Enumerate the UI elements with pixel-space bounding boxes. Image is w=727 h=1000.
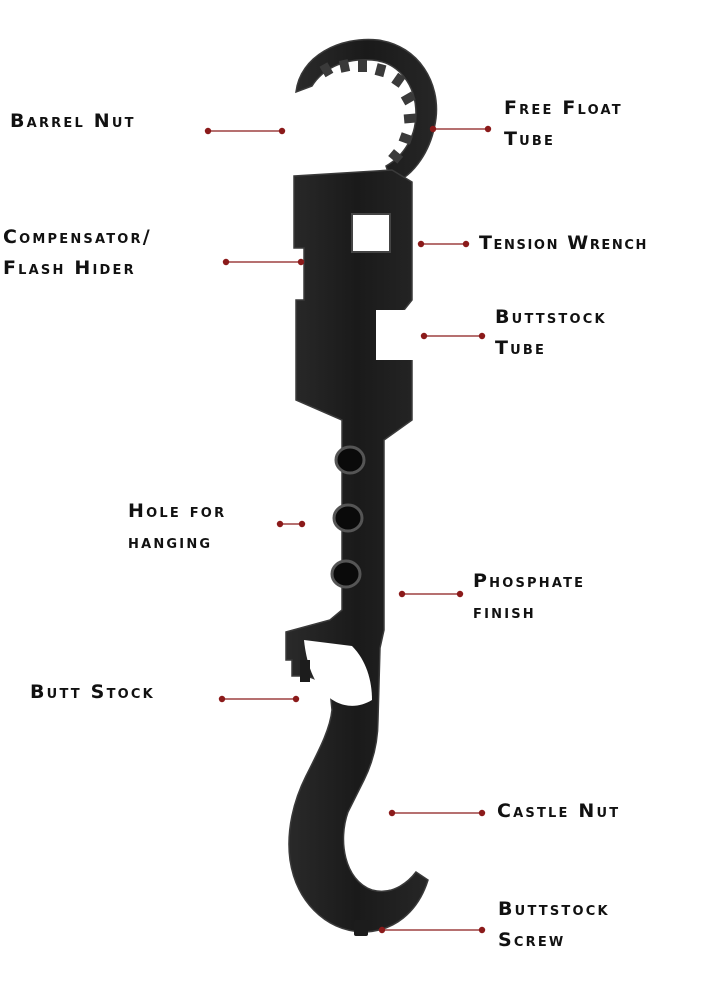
label-castle-nut: Castle Nut xyxy=(497,796,620,827)
label-tension-wrench: Tension Wrench xyxy=(479,228,648,259)
buttstock-tube-notch xyxy=(376,310,416,360)
label-line: Tension Wrench xyxy=(479,232,649,254)
label-line: finish xyxy=(473,601,536,623)
label-line: Castle Nut xyxy=(497,800,621,822)
label-free-float-tube: Free Float Tube xyxy=(504,93,623,155)
label-line: Hole for xyxy=(128,500,227,522)
label-barrel-nut: Barrel Nut xyxy=(10,106,136,137)
butt-stock-cutout xyxy=(304,640,372,706)
label-line: Screw xyxy=(498,929,566,951)
label-hole-for-hanging: Hole for hanging xyxy=(128,496,226,558)
label-line: Buttstock xyxy=(495,306,607,328)
label-compensator-flash-hider: Compensator/ Flash Hider xyxy=(3,222,152,284)
wrench-body xyxy=(285,169,429,933)
label-line: Free Float xyxy=(504,97,623,119)
label-line: Buttstock xyxy=(498,898,610,920)
barrel-nut-ring xyxy=(295,38,438,185)
hanging-holes xyxy=(330,445,366,589)
label-line: Phosphate xyxy=(473,570,586,592)
label-butt-stock: Butt Stock xyxy=(30,677,155,708)
label-buttstock-tube: Buttstock Tube xyxy=(495,302,607,364)
label-buttstock-screw: Buttstock Screw xyxy=(498,894,610,956)
buttstock-screw-tip xyxy=(354,920,368,936)
label-line: Tube xyxy=(504,128,556,150)
label-line: Barrel Nut xyxy=(10,110,136,132)
label-phosphate-finish: Phosphate finish xyxy=(473,566,585,628)
label-line: Compensator/ xyxy=(3,226,152,248)
label-line: hanging xyxy=(128,531,213,553)
label-line: Tube xyxy=(495,337,547,359)
leader-lines xyxy=(204,125,492,934)
label-line: Butt Stock xyxy=(30,681,155,703)
tension-wrench-square-hole xyxy=(351,213,391,253)
label-line: Flash Hider xyxy=(3,257,136,279)
